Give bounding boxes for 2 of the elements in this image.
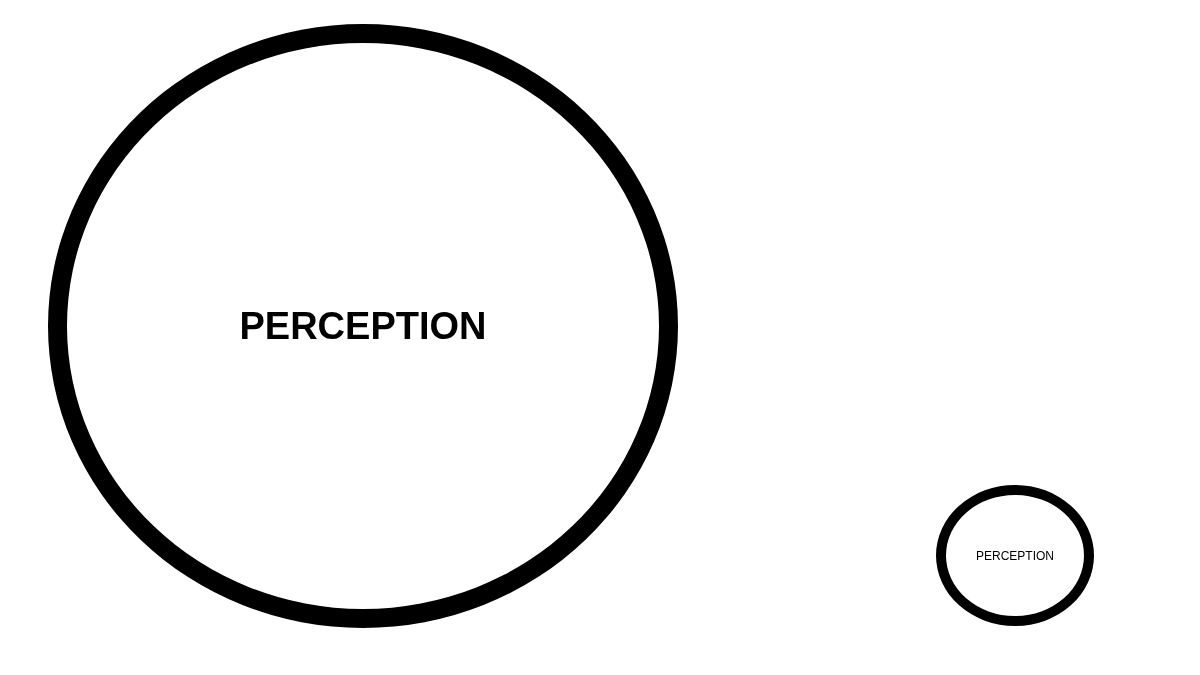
- circle-label: PERCEPTION: [239, 304, 487, 348]
- circle-label: PERCEPTION: [976, 548, 1054, 563]
